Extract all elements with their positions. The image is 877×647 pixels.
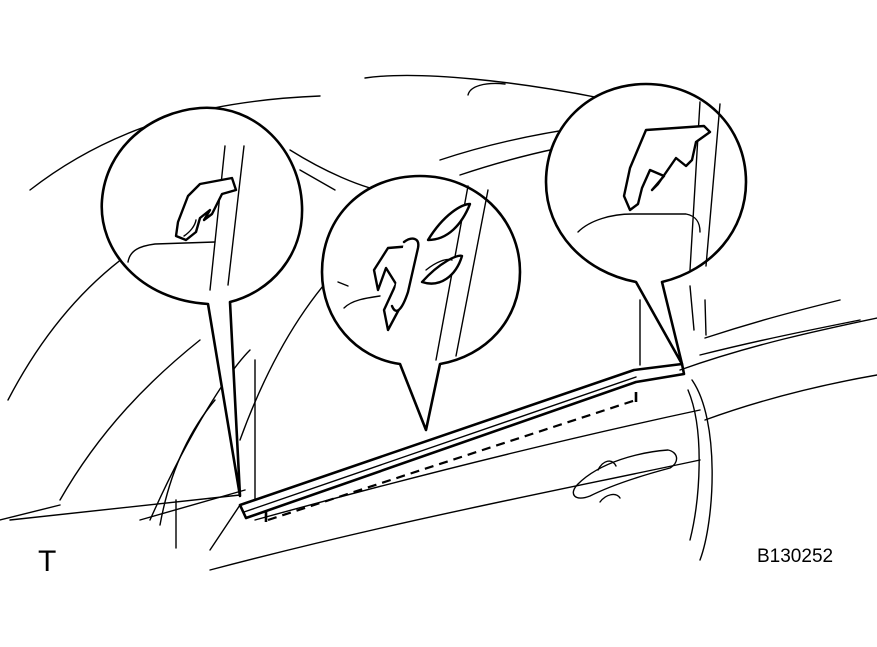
callout-right: [544, 82, 748, 366]
clip-petal-icon: [426, 202, 472, 242]
callout-middle: [320, 174, 522, 432]
molding-lower-edge-dashed: [267, 398, 637, 522]
pointer-mark: [337, 281, 349, 287]
molding-lower-bracket: [264, 392, 638, 522]
belt-molding-strip: [238, 362, 686, 520]
clip-right-icon: [622, 124, 712, 212]
door-handle: [572, 449, 678, 503]
clip-left-icon: [174, 176, 238, 242]
callout-left: [100, 106, 304, 498]
figure-id-label: B130252: [757, 546, 834, 567]
view-code-label: T: [38, 545, 57, 578]
car-body-outline: [0, 74, 877, 571]
